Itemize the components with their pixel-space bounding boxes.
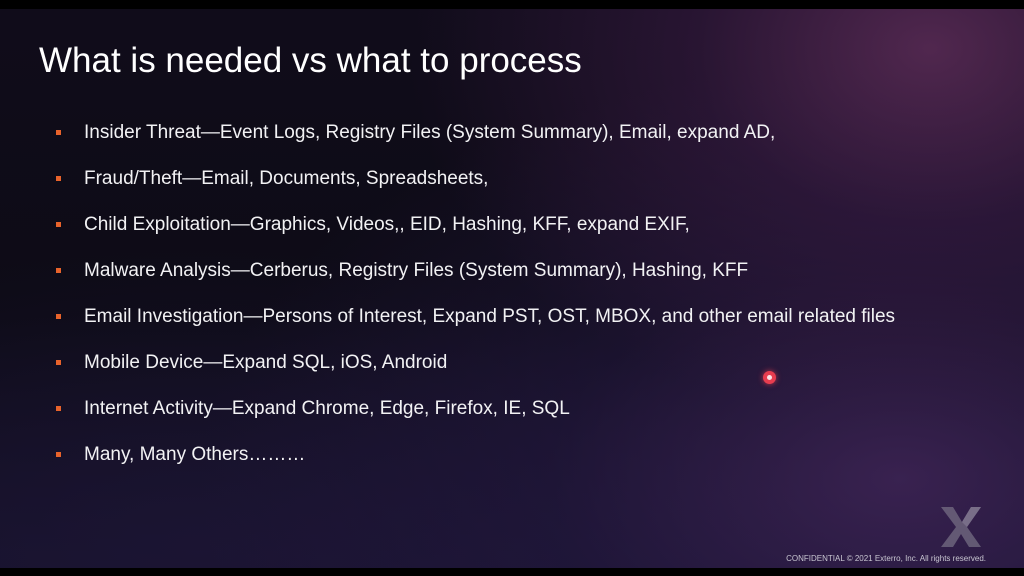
bullet-square-icon <box>56 360 61 365</box>
bullet-item: Insider Threat—Event Logs, Registry File… <box>56 118 1006 148</box>
bullet-text: Email Investigation—Persons of Interest,… <box>84 306 896 327</box>
bullet-item: Many, Many Others……… <box>56 440 1006 470</box>
bullet-square-icon <box>56 452 61 457</box>
presentation-slide: What is needed vs what to process Inside… <box>0 9 1024 568</box>
slide-title: What is needed vs what to process <box>39 41 582 80</box>
bullet-text: Insider Threat—Event Logs, Registry File… <box>84 122 776 143</box>
exterro-x-logo-icon <box>941 507 981 547</box>
bullet-text: Mobile Device—Expand SQL, iOS, Android <box>84 352 448 373</box>
bullet-text: Fraud/Theft—Email, Documents, Spreadshee… <box>84 168 489 189</box>
bullet-text: Malware Analysis—Cerberus, Registry File… <box>84 260 749 281</box>
bullet-text: Many, Many Others……… <box>84 444 306 465</box>
laser-pointer-icon <box>763 371 776 384</box>
bullet-square-icon <box>56 406 61 411</box>
bullet-square-icon <box>56 176 61 181</box>
bullet-item: Fraud/Theft—Email, Documents, Spreadshee… <box>56 164 1006 194</box>
bullet-item: Mobile Device—Expand SQL, iOS, Android <box>56 348 1006 378</box>
bullet-item: Malware Analysis—Cerberus, Registry File… <box>56 256 1006 286</box>
bullet-square-icon <box>56 268 61 273</box>
bullet-square-icon <box>56 314 61 319</box>
bullet-text: Child Exploitation—Graphics, Videos,, EI… <box>84 214 690 235</box>
bullet-square-icon <box>56 130 61 135</box>
bullet-item: Internet Activity—Expand Chrome, Edge, F… <box>56 394 1006 424</box>
bullet-square-icon <box>56 222 61 227</box>
bullet-item: Child Exploitation—Graphics, Videos,, EI… <box>56 210 1006 240</box>
confidential-footer: CONFIDENTIAL © 2021 Exterro, Inc. All ri… <box>786 554 986 563</box>
bullet-item: Email Investigation—Persons of Interest,… <box>56 302 1006 332</box>
bullet-text: Internet Activity—Expand Chrome, Edge, F… <box>84 398 570 419</box>
